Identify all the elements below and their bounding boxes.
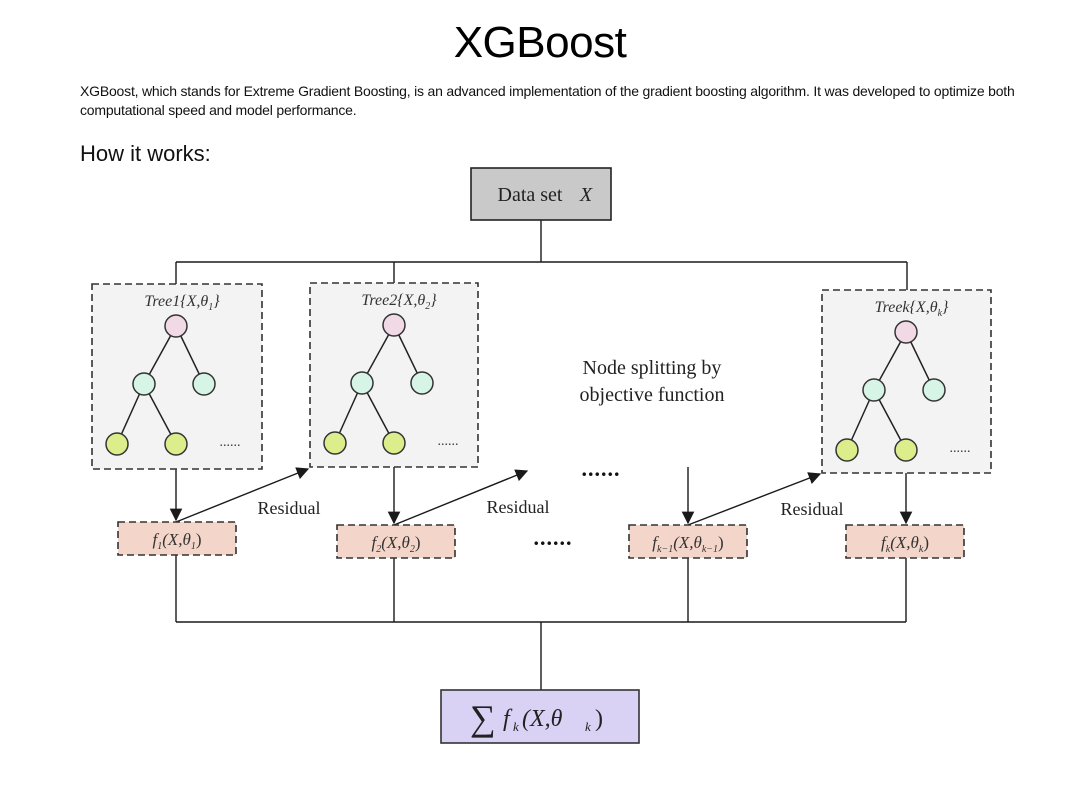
residual-label-2: Residual <box>487 497 550 517</box>
function-box-k: fk(X,θk) <box>845 524 965 559</box>
sum-close: ) <box>595 706 603 732</box>
function-label: f1(X,θ1) <box>152 530 201 552</box>
function-box-2: f2(X,θ2) <box>336 524 456 559</box>
residual-label-1: Residual <box>258 498 321 518</box>
internal-node <box>192 372 216 396</box>
function-label: fk−1(X,θk−1) <box>652 533 723 555</box>
connector-lines <box>169 220 913 690</box>
tree-label: Treek{X,θk} <box>875 299 949 319</box>
page-description: XGBoost, which stands for Extreme Gradie… <box>80 83 1015 118</box>
sum-theta-sub: k <box>585 719 591 734</box>
residual-arrow-2 <box>393 469 529 526</box>
dataset-label: Data set <box>498 184 563 206</box>
function-box-border <box>845 524 965 559</box>
internal-node <box>922 378 946 402</box>
tree-ellipsis: ...... <box>438 434 459 449</box>
tree-ellipsis: ...... <box>220 435 241 450</box>
internal-node <box>132 372 156 396</box>
internal-node <box>410 371 434 395</box>
function-box-border <box>336 524 456 559</box>
tree-label: Tree2{X,θ2} <box>361 292 437 312</box>
function-label: fk(X,θk) <box>881 533 929 555</box>
leaf-node <box>323 431 347 455</box>
internal-node <box>350 371 374 395</box>
sum-f-sub: k <box>513 719 519 734</box>
internal-node <box>862 378 886 402</box>
page-title: XGBoost <box>453 18 627 67</box>
root-node <box>164 314 188 338</box>
function-box-border <box>117 521 237 556</box>
sum-args: (X,θ <box>522 706 563 732</box>
root-node <box>382 313 406 337</box>
node-splitting-label-line2: objective function <box>580 384 725 406</box>
tree-box-1: Tree1{X,θ1}...... <box>91 283 263 470</box>
ellipsis-top: ...... <box>582 456 621 481</box>
sum-box: ∑ f k (X,θ k ) <box>440 689 640 744</box>
leaf-node <box>894 438 918 462</box>
root-node <box>894 320 918 344</box>
ellipsis-bottom: ...... <box>534 525 573 550</box>
function-box-1: f1(X,θ1) <box>117 521 237 556</box>
sigma-symbol: ∑ <box>470 698 496 738</box>
node-splitting-label-line1: Node splitting by <box>583 357 722 379</box>
leaf-node <box>105 432 129 456</box>
leaf-node <box>164 432 188 456</box>
tree-box-k: Treek{X,θk}...... <box>821 289 992 474</box>
tree-box-2: Tree2{X,θ2}...... <box>309 282 479 468</box>
leaf-node <box>382 431 406 455</box>
dataset-box: Data set X <box>470 167 612 221</box>
function-label: f2(X,θ2) <box>371 533 420 555</box>
residual-label-3: Residual <box>781 499 844 519</box>
section-heading: How it works: <box>80 141 211 166</box>
residual-arrow-3 <box>687 472 822 526</box>
function-box-k-minus-1: fk−1(X,θk−1) <box>628 524 748 559</box>
leaf-node <box>835 438 859 462</box>
dataset-var: X <box>579 184 593 206</box>
tree-label: Tree1{X,θ1} <box>144 293 220 313</box>
tree-ellipsis: ...... <box>950 441 971 456</box>
function-box-border <box>628 524 748 559</box>
residual-arrow-1 <box>175 467 310 523</box>
sum-f: f <box>503 706 513 732</box>
